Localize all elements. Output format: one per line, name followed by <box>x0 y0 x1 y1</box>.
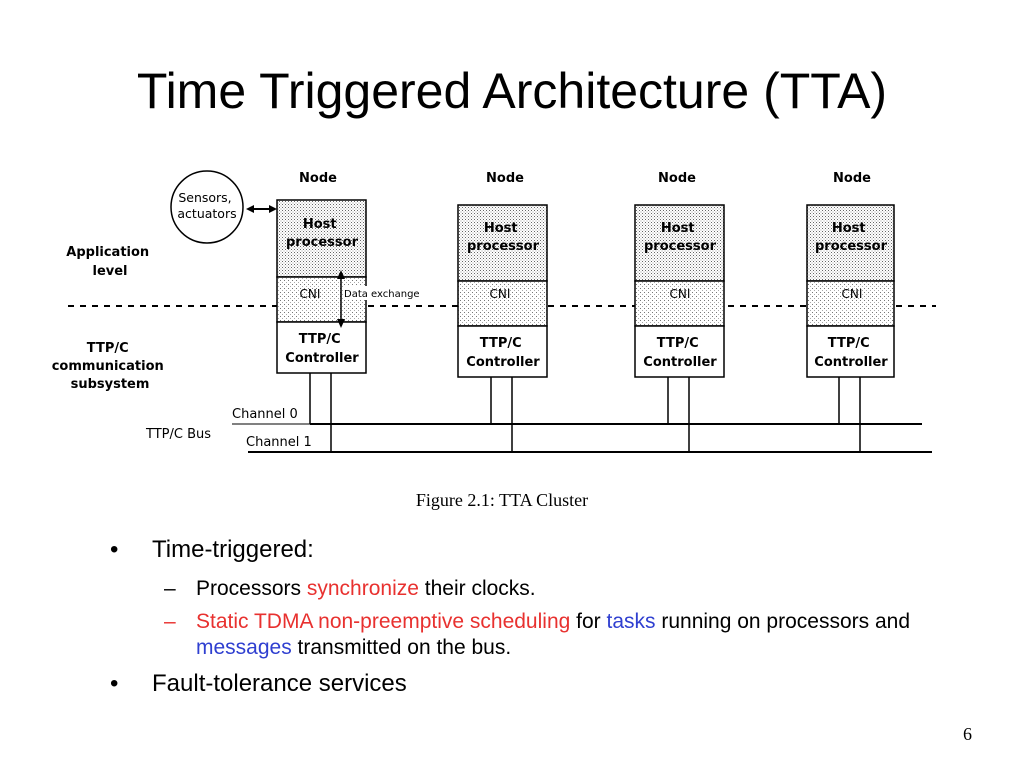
bullet-marker: – <box>164 577 176 600</box>
node-label: Node <box>299 171 337 186</box>
bullet-text: Static TDMA non-preemptive scheduling fo… <box>196 609 930 661</box>
host-processor-label: Host processor <box>644 221 717 254</box>
node-label: Node <box>486 171 524 186</box>
cni-box <box>806 280 895 327</box>
cni-box <box>457 280 548 327</box>
cni-label: CNI <box>842 287 863 301</box>
channel-0-label: Channel 0 <box>232 407 298 422</box>
bullet-text-segment: their clocks. <box>418 577 536 600</box>
ttpc-controller-label: TTP/C Controller <box>814 336 888 370</box>
application-level-label: Application level <box>66 245 153 279</box>
host-processor-label: Host processor <box>815 221 888 254</box>
ttpc-controller-label: TTP/C Controller <box>285 332 359 366</box>
bullet-text-segment: messages <box>196 636 292 659</box>
bullet-text-segment: Fault-tolerance services <box>152 670 407 697</box>
bullet-item: • Fault-tolerance services <box>110 668 930 700</box>
bullet-text-segment: running on processors and <box>655 610 916 633</box>
slide-title: Time Triggered Architecture (TTA) <box>136 63 888 119</box>
cni-label: CNI <box>300 287 321 301</box>
ttpc-controller-label: TTP/C Controller <box>466 336 540 370</box>
ttpc-controller-box <box>457 325 548 378</box>
bullet-marker: • <box>110 670 119 697</box>
bullet-text-segment: Static TDMA non-preemptive scheduling <box>196 610 571 633</box>
tta-cluster-diagram: Application level TTP/C communication su… <box>52 170 936 510</box>
bullet-text-segment: transmitted on the bus. <box>291 636 512 659</box>
channel-1-label: Channel 1 <box>246 435 312 450</box>
ttpc-controller-box <box>634 325 725 378</box>
bullet-marker: – <box>164 610 176 633</box>
sub-bullet-item: –Processors synchronize their clocks. <box>164 576 930 602</box>
ttpc-controller-label: TTP/C Controller <box>643 336 717 370</box>
cni-label: CNI <box>670 287 691 301</box>
sub-bullet-item: –Static TDMA non-preemptive scheduling f… <box>164 609 930 661</box>
sensors-actuators-circle <box>170 170 244 244</box>
bullet-marker: • <box>110 536 119 563</box>
bullet-text-segment: for <box>570 610 607 633</box>
bullet-item: • Time-triggered: <box>110 534 930 566</box>
node-2: Node Host processor CNI TTP/C Controller <box>457 171 548 452</box>
comm-subsystem-label: TTP/C communication subsystem <box>52 341 169 392</box>
data-exchange-arrow: Data exchange <box>337 270 431 328</box>
bullet-list: • Time-triggered: –Processors synchronize … <box>110 534 930 710</box>
data-exchange-label: Data exchange <box>344 289 420 300</box>
ttpc-controller-box <box>806 325 895 378</box>
node-label: Node <box>658 171 696 186</box>
cni-box <box>634 280 725 327</box>
bullet-text-segment: tasks <box>606 610 656 633</box>
host-processor-label: Host processor <box>286 217 359 250</box>
sensors-actuators-label: Sensors, actuators <box>177 190 236 221</box>
bullet-text-segment: Time-triggered: <box>152 536 314 563</box>
node-label: Node <box>833 171 871 186</box>
host-processor-box <box>457 204 548 282</box>
ttpc-bus-label: TTP/C Bus <box>145 427 211 442</box>
cni-label: CNI <box>490 287 511 301</box>
host-processor-box <box>806 204 895 282</box>
bullet-text: Fault-tolerance services <box>152 668 407 700</box>
node-4: Node Host processor CNI TTP/C Controller <box>806 171 895 452</box>
bullet-text-segment: synchronize <box>306 577 419 600</box>
node-1: Node Host processor CNI TTP/C Controller <box>276 171 367 452</box>
host-processor-label: Host processor <box>467 221 540 254</box>
bullet-text-segment: Processors <box>196 577 307 600</box>
host-processor-box <box>634 204 725 282</box>
bullet-text: Time-triggered: <box>152 534 314 566</box>
figure-caption: Figure 2.1: TTA Cluster <box>416 490 588 510</box>
page-number: 6 <box>963 724 972 744</box>
bullet-text: Processors synchronize their clocks. <box>196 576 536 602</box>
node-3: Node Host processor CNI TTP/C Controller <box>634 171 725 452</box>
ttpc-controller-box <box>276 321 367 374</box>
